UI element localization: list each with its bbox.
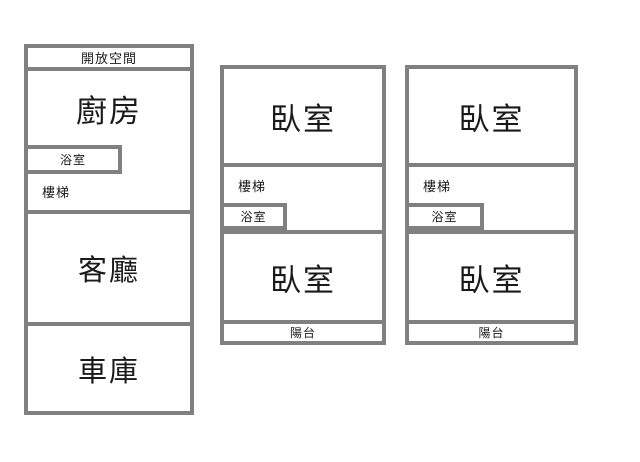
wall-open-space-kitchen xyxy=(28,67,190,71)
room-living-room: 客廳 xyxy=(77,253,140,287)
room-stairs: 樓梯 xyxy=(238,179,267,195)
wall-bedroom-balcony xyxy=(220,320,386,324)
wall-bathroom-bedroom xyxy=(405,230,578,234)
room-bathroom: 浴室 xyxy=(220,203,287,230)
middle-unit-outline: 臥室 樓梯 浴室 臥室 陽台 xyxy=(220,65,386,345)
wall-stairs-living xyxy=(24,210,194,214)
room-balcony: 陽台 xyxy=(478,326,505,340)
room-bedroom-lower: 臥室 xyxy=(270,262,336,299)
room-kitchen: 廚房 xyxy=(76,93,142,130)
room-bedroom-upper: 臥室 xyxy=(270,101,336,138)
room-bathroom: 浴室 xyxy=(24,145,122,174)
right-unit-outline: 臥室 樓梯 浴室 臥室 陽台 xyxy=(405,65,578,345)
wall-bedroom-stairs xyxy=(405,163,578,167)
room-garage: 車庫 xyxy=(77,353,140,388)
room-balcony: 陽台 xyxy=(289,326,316,340)
room-stairs: 樓梯 xyxy=(42,185,71,201)
wall-bathroom-bedroom xyxy=(220,230,386,234)
room-bathroom: 浴室 xyxy=(405,203,484,230)
left-unit-outline: 開放空間 廚房 浴室 樓梯 客廳 車庫 xyxy=(24,44,194,415)
room-bedroom-lower: 臥室 xyxy=(458,262,525,299)
room-open-space: 開放空間 xyxy=(80,52,137,67)
room-bedroom-upper: 臥室 xyxy=(458,101,525,138)
wall-bedroom-balcony xyxy=(405,320,578,324)
wall-living-garage xyxy=(24,322,194,326)
wall-bedroom-stairs xyxy=(220,163,386,167)
room-stairs: 樓梯 xyxy=(423,179,452,195)
